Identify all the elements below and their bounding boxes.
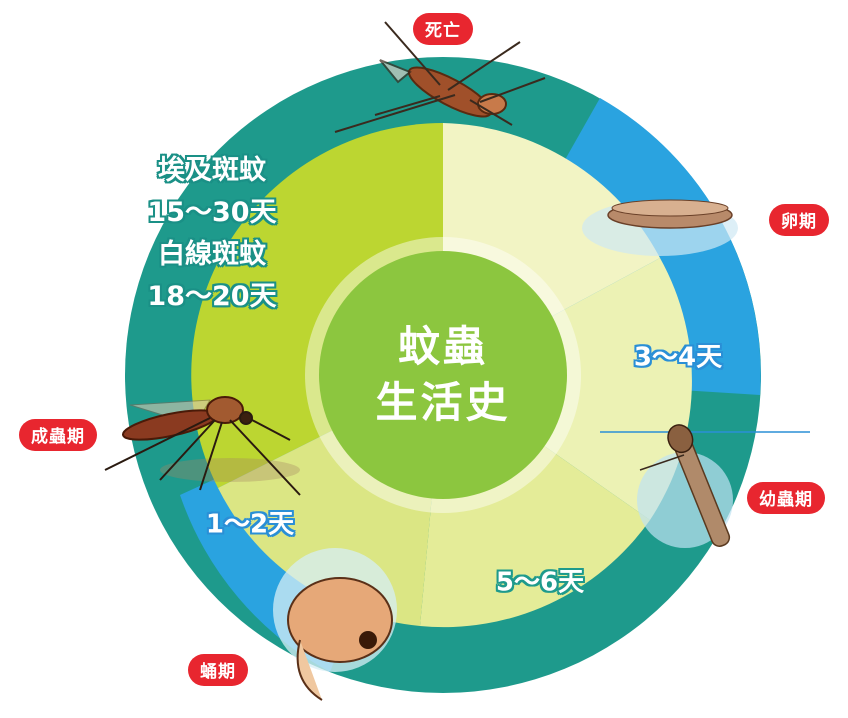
duration-egg-to-larva: 3～4天 [633, 342, 723, 373]
adult-species-1-days: 15～30天 [147, 197, 277, 228]
larva-icon [600, 424, 810, 548]
adult-species-2-days: 18～20天 [147, 281, 277, 312]
mosquito-adult-icon [104, 396, 301, 496]
egg-raft-icon [582, 199, 738, 256]
mosquito-dead-icon [334, 21, 546, 133]
stage-label-death: 死亡 [413, 13, 473, 45]
center-title: 蚊蟲 生活史 [375, 319, 510, 431]
sector-egg-2 [443, 258, 692, 520]
duration-pupa-to-adult: 1～2天 [205, 509, 295, 540]
center-title-line2: 生活史 [375, 378, 511, 427]
adult-species-1: 埃及斑蚊 [158, 155, 266, 186]
adult-lifespan: 埃及斑蚊 15～30天 白線斑蚊 18～20天 [137, 150, 287, 318]
center-circle [319, 251, 567, 499]
stage-label-pupa: 蛹期 [188, 654, 248, 686]
pupa-icon [273, 548, 397, 701]
stage-label-egg: 卵期 [769, 204, 829, 236]
duration-larva-to-pupa: 5～6天 [495, 567, 585, 598]
stage-label-adult: 成蟲期 [19, 419, 97, 451]
stage-label-larva: 幼蟲期 [747, 482, 825, 514]
center-title-line1: 蚊蟲 [397, 322, 489, 371]
adult-species-2: 白線斑蚊 [158, 239, 266, 270]
